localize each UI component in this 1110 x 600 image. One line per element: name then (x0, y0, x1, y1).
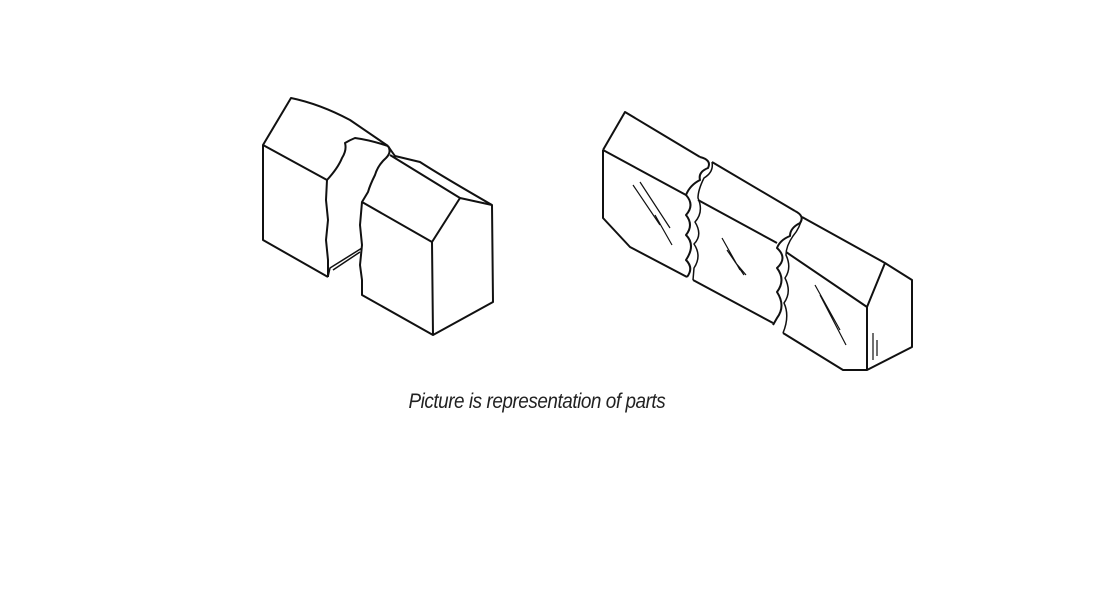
left-part-broken-block (262, 97, 494, 336)
caption: Picture is representation of parts (408, 390, 666, 413)
right-part-broken-block (602, 111, 913, 371)
